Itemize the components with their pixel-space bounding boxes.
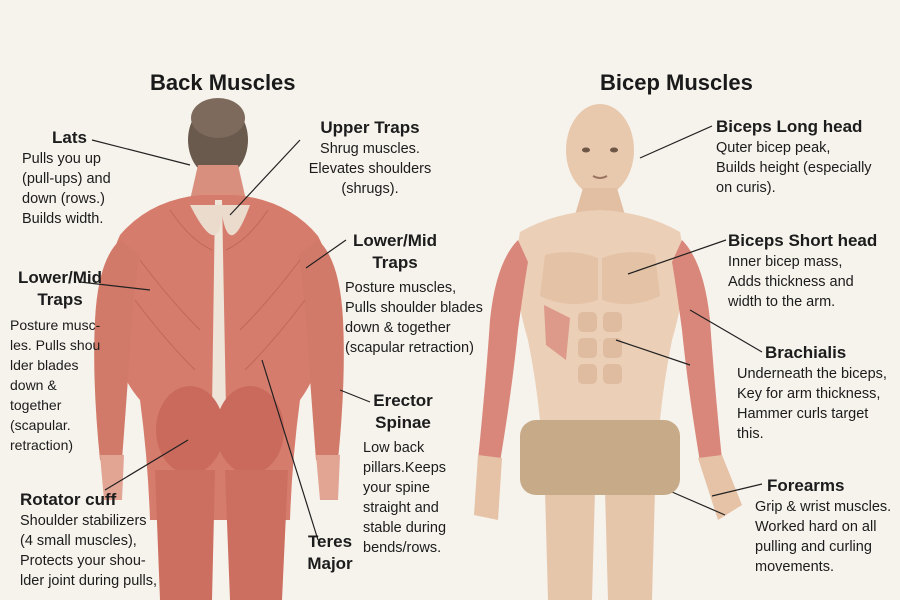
erector-spinae-description: Low back pillars.Keeps your spine straig… xyxy=(363,440,447,556)
forearms-description: Grip & wrist muscles. Worked hard on all… xyxy=(755,499,892,575)
lower-mid-traps-left-heading: Lower/Mid Traps xyxy=(17,268,103,309)
biceps-long-head-label: Biceps Long head Quter bicep peak, Build… xyxy=(716,116,872,198)
back-muscles-title: Back Muscles xyxy=(150,70,296,95)
lower-mid-traps-left-description: Posture musc- les. Pulls shou lder blade… xyxy=(10,317,101,453)
leader-lines xyxy=(79,125,763,541)
biceps-long-head-description: Quter bicep peak, Builds height (especia… xyxy=(716,140,872,196)
front-figure xyxy=(474,104,742,600)
lats-description: Pulls you up (pull-ups) and down (rows.)… xyxy=(22,151,111,227)
teres-major-label: Teres Major xyxy=(300,531,360,575)
back-figure xyxy=(94,98,344,600)
bicep-muscles-title: Bicep Muscles xyxy=(600,70,753,95)
lower-mid-traps-left-label: Lower/Mid Traps Posture musc- les. Pulls… xyxy=(10,267,110,455)
lats-label: Lats Pulls you up (pull-ups) and down (r… xyxy=(22,127,111,229)
upper-traps-label: Upper Traps Shrug muscles. Elevates shou… xyxy=(300,117,440,199)
rotator-cuff-heading: Rotator cuff xyxy=(20,490,117,509)
upper-traps-heading: Upper Traps xyxy=(320,118,420,137)
lower-mid-traps-right-description: Posture muscles, Pulls shoulder blades d… xyxy=(345,280,483,356)
biceps-short-head-heading: Biceps Short head xyxy=(728,231,878,250)
biceps-short-head-description: Inner bicep mass, Adds thickness and wid… xyxy=(728,254,854,310)
brachialis-heading: Brachialis xyxy=(765,343,847,362)
erector-spinae-heading: Erector Spinae xyxy=(373,391,433,432)
censor-box xyxy=(520,420,680,495)
brachialis-label: Brachialis Underneath the biceps, Key fo… xyxy=(737,342,887,444)
lower-mid-traps-right-label: Lower/Mid Traps Posture muscles, Pulls s… xyxy=(345,230,483,358)
biceps-long-head-heading: Biceps Long head xyxy=(716,117,863,136)
biceps-short-head-label: Biceps Short head Inner bicep mass, Adds… xyxy=(728,230,877,312)
brachialis-description: Underneath the biceps, Key for arm thick… xyxy=(737,366,887,442)
forearms-label: Forearms Grip & wrist muscles. Worked ha… xyxy=(755,475,891,577)
lower-mid-traps-right-heading: Lower/Mid Traps xyxy=(352,231,438,272)
teres-major-heading: Teres Major xyxy=(307,532,353,573)
lats-heading: Lats xyxy=(52,128,87,147)
erector-spinae-label: Erector Spinae Low back pillars.Keeps yo… xyxy=(363,390,446,558)
rotator-cuff-label: Rotator cuff Shoulder stabilizers (4 sma… xyxy=(20,489,157,591)
upper-traps-description: Shrug muscles. Elevates shoulders (shrug… xyxy=(308,141,432,197)
forearms-heading: Forearms xyxy=(767,476,845,495)
rotator-cuff-description: Shoulder stabilizers (4 small muscles), … xyxy=(20,513,158,589)
